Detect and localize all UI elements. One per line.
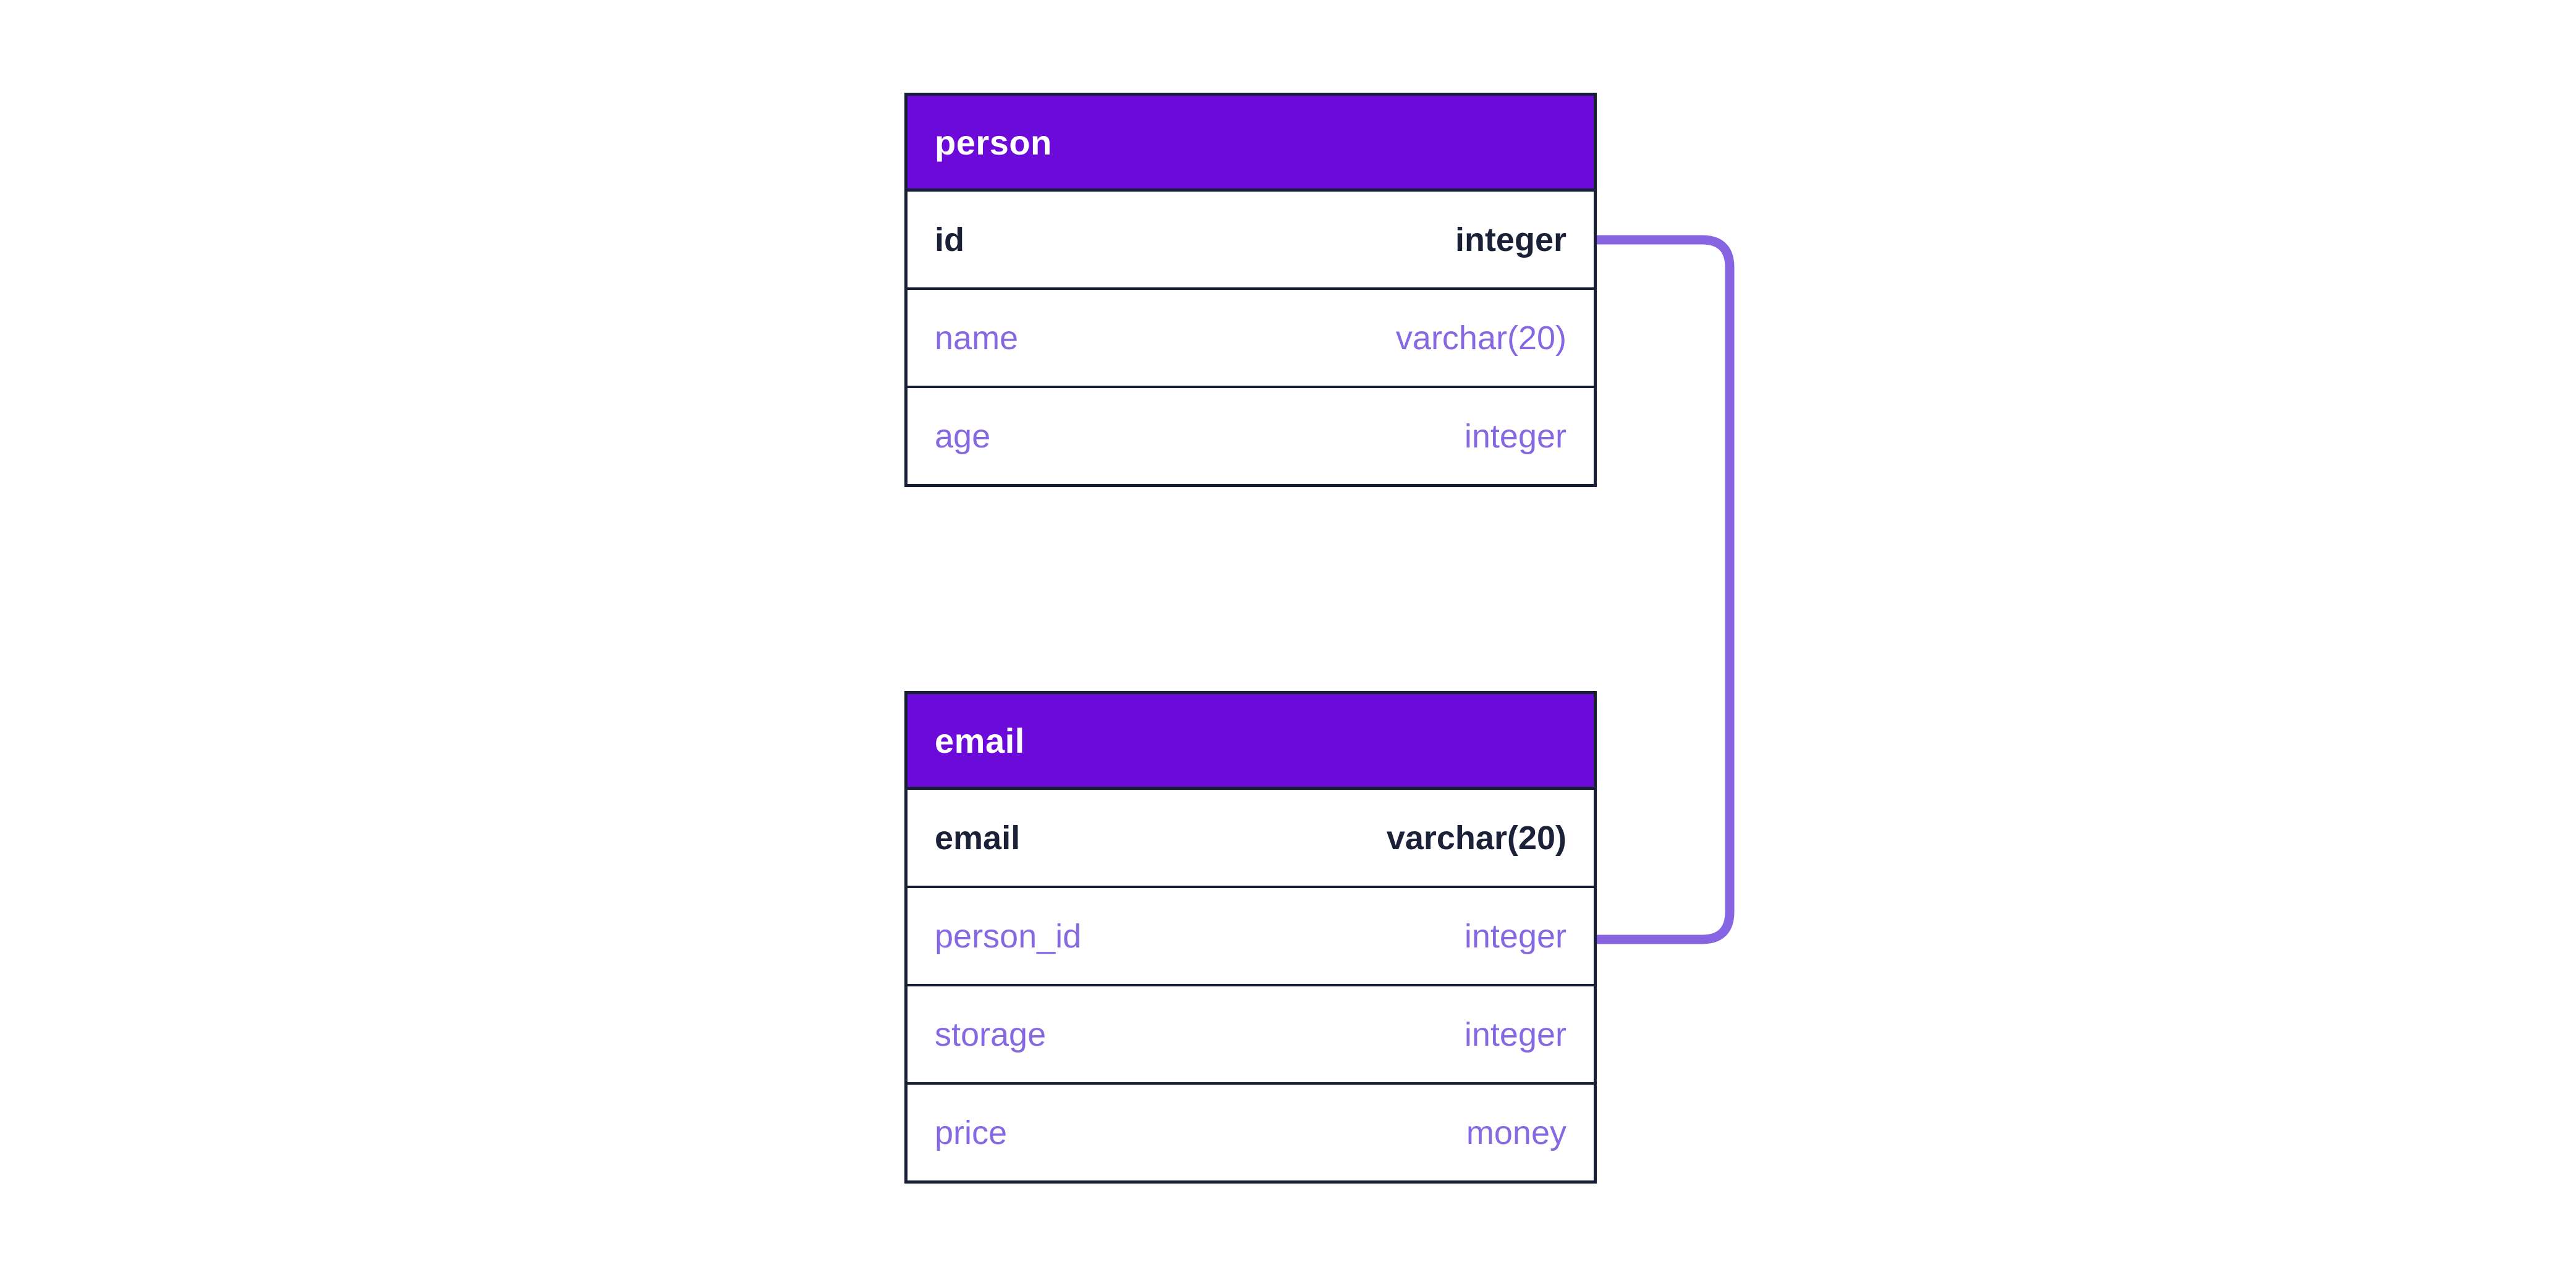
field-row-email-email[interactable]: email varchar(20) [908,790,1594,886]
table-email-header[interactable]: email [908,694,1594,790]
field-type: money [1466,1114,1566,1151]
field-type: varchar(20) [1386,819,1566,857]
field-type: integer [1455,221,1566,258]
field-row-email-storage[interactable]: storage integer [908,984,1594,1082]
table-person[interactable]: person id integer name varchar(20) age i… [904,93,1597,487]
field-type: integer [1464,917,1566,955]
field-row-person-id[interactable]: id integer [908,192,1594,287]
field-row-email-price[interactable]: price money [908,1082,1594,1180]
table-person-header[interactable]: person [908,96,1594,192]
field-type: varchar(20) [1395,319,1566,357]
field-row-email-person-id[interactable]: person_id integer [908,886,1594,984]
field-name: price [935,1114,1008,1151]
field-name: email [935,819,1021,857]
table-email[interactable]: email email varchar(20) person_id intege… [904,691,1597,1184]
field-type: integer [1464,1015,1566,1053]
field-row-person-name[interactable]: name varchar(20) [908,287,1594,386]
relationship-edge-person-id-to-email-person-id[interactable] [1597,235,1735,944]
field-name: id [935,221,964,258]
field-row-person-age[interactable]: age integer [908,386,1594,484]
field-type: integer [1464,417,1566,455]
field-name: person_id [935,917,1082,955]
field-name: storage [935,1015,1047,1053]
field-name: age [935,417,991,455]
table-title: email [935,721,1025,760]
field-name: name [935,319,1019,357]
table-title: person [935,122,1052,162]
